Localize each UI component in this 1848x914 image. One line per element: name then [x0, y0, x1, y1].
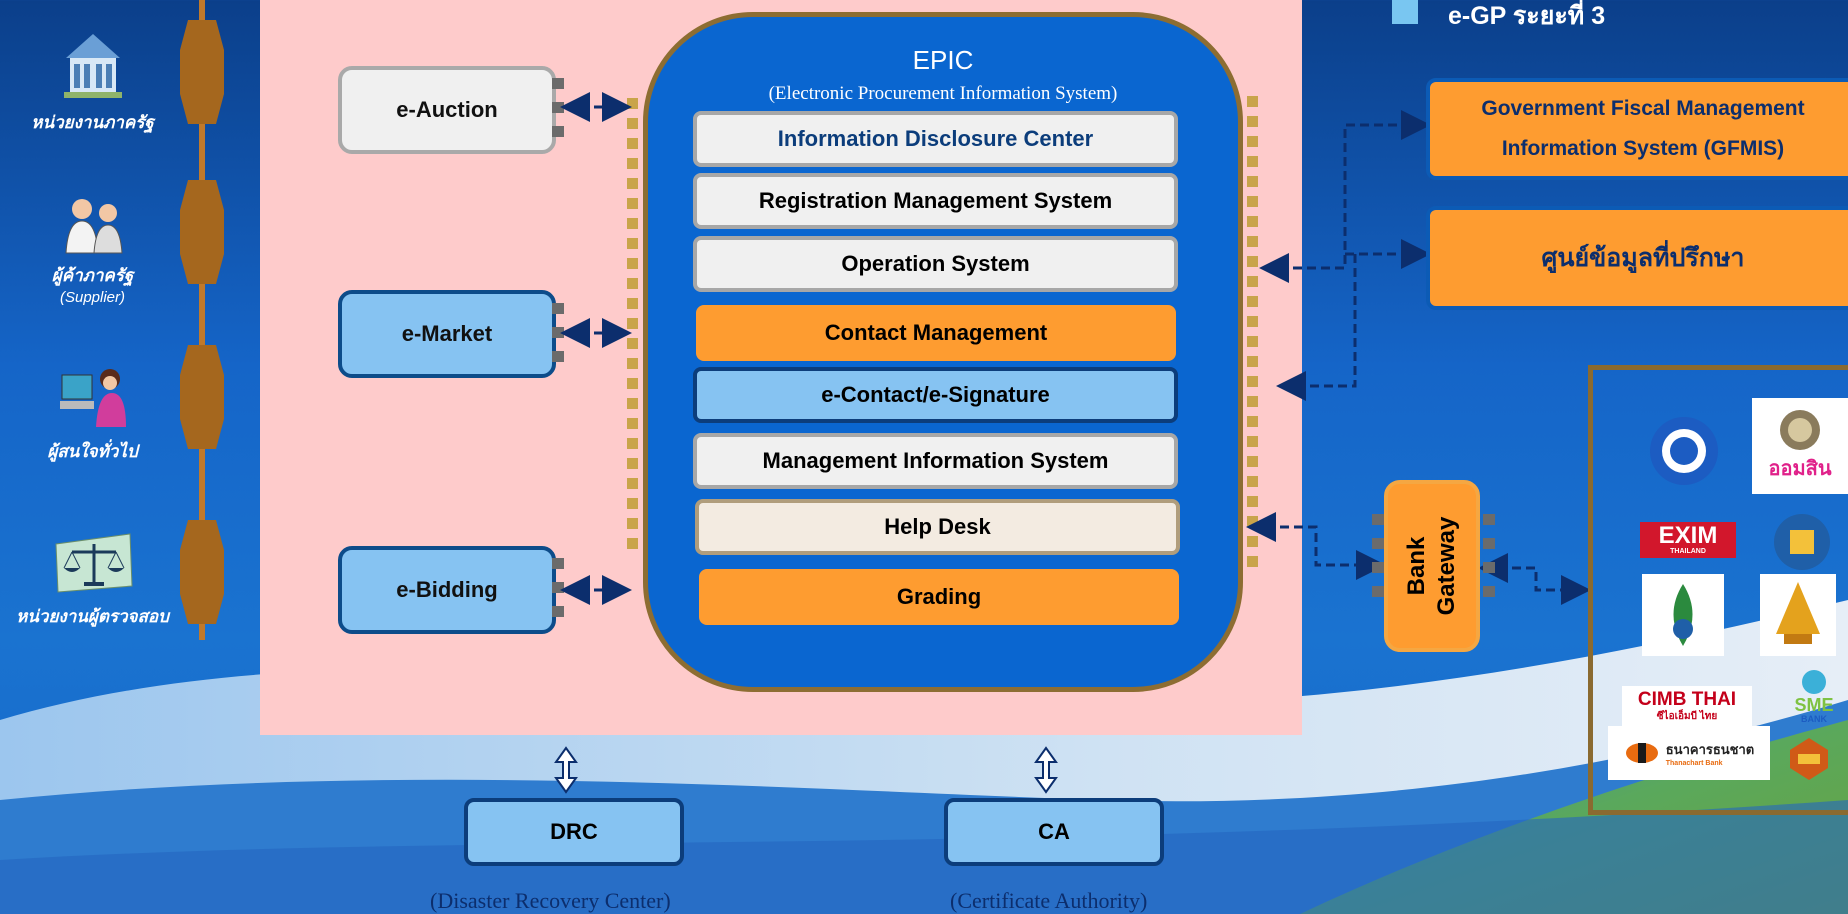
actor-auditor: หน่วยงานผู้ตรวจสอบ [0, 530, 185, 628]
connector-hex [180, 345, 224, 449]
module-contact-management[interactable]: Contact Management [696, 305, 1176, 361]
connector-hex [180, 180, 224, 284]
thanachart-logo-sub: Thanachart Bank [1665, 760, 1723, 767]
scales-of-justice-icon [54, 533, 133, 593]
epic-title: EPIC [912, 45, 974, 75]
plug [552, 78, 564, 89]
plug [1483, 562, 1495, 573]
e-market-box[interactable]: e-Market [338, 290, 556, 378]
plug [552, 102, 564, 113]
plug [1372, 514, 1384, 525]
actor-supplier: ผู้ค้าภาครัฐ (Supplier) [0, 195, 185, 309]
cimb-logo: CIMB THAI ซีไอเอ็มบี ไทย [1622, 686, 1752, 726]
exim-logo-sub: THAILAND [1670, 548, 1706, 555]
bank-logos-frame [1588, 365, 1848, 815]
actor-label: ผู้ค้าภาครัฐ [51, 266, 134, 285]
thanachart-logo-text: ธนาคารธนชาต [1665, 742, 1755, 757]
module-information-disclosure-center[interactable]: Information Disclosure Center [693, 111, 1178, 167]
plug [552, 558, 564, 569]
bank-gateway-line2: Gateway [1433, 516, 1460, 616]
plug [1372, 586, 1384, 597]
thanachart-logo: ธนาคารธนชาต Thanachart Bank [1608, 726, 1770, 780]
ibank-logo-icon [1760, 574, 1836, 656]
plug [1483, 586, 1495, 597]
actor-general-public: ผู้สนใจทั่วไป [0, 365, 185, 463]
islamic-bank-logo-icon [1790, 738, 1828, 780]
legend-label: e-GP ระยะที่ 3 [1448, 2, 1606, 30]
epic-subtitle: (Electronic Procurement Information Syst… [768, 83, 1118, 104]
drc-caption: (Disaster Recovery Center) [430, 888, 671, 913]
advisory-center-box[interactable]: ศูนย์ข้อมูลที่ปรึกษา [1426, 206, 1848, 310]
module-e-contact-e-signature[interactable]: e-Contact/e-Signature [693, 367, 1178, 423]
gfmis-box[interactable]: Government Fiscal Management Information… [1426, 78, 1848, 180]
left-spine [199, 0, 205, 640]
exim-logo-text: EXIM [1658, 522, 1718, 549]
sme-logo-text: SME [1794, 695, 1834, 715]
ghb-logo-icon [1774, 514, 1830, 570]
plug [552, 351, 564, 362]
gfmis-line2: Information System (GFMIS) [1501, 137, 1785, 160]
supplier-people-icon [64, 199, 123, 254]
baac-logo-icon [1642, 574, 1724, 656]
plug [552, 327, 564, 338]
actor-label: หน่วยงานภาครัฐ [31, 113, 154, 132]
gfmis-line1: Government Fiscal Management [1481, 97, 1805, 120]
actor-government-agency: หน่วยงานภาครัฐ [0, 28, 185, 134]
module-registration-management-system[interactable]: Registration Management System [693, 173, 1178, 229]
actor-label: ผู้สนใจทั่วไป [47, 442, 138, 461]
cimb-logo-sub: ซีไอเอ็มบี ไทย [1656, 711, 1718, 722]
e-bidding-box[interactable]: e-Bidding [338, 546, 556, 634]
sme-bank-globe-icon [1802, 670, 1826, 694]
thanachart-mark-icon [1625, 743, 1658, 763]
module-grading[interactable]: Grading [699, 569, 1179, 625]
gsb-logo: ออมสิน [1752, 398, 1848, 494]
plug [1372, 562, 1384, 573]
connector-hex [180, 520, 224, 624]
bank-gateway-box[interactable]: Bank Gateway [1384, 480, 1480, 652]
krungthai-logo-icon [1650, 417, 1718, 485]
exim-logo: EXIM THAILAND [1640, 522, 1736, 558]
thanachart-text-block: ธนาคารธนชาต Thanachart Bank [1666, 739, 1755, 767]
connector-hex [180, 20, 224, 124]
actor-sublabel: (Supplier) [59, 289, 126, 306]
computer-user-icon [59, 369, 126, 427]
plug [552, 606, 564, 617]
module-help-desk[interactable]: Help Desk [695, 499, 1180, 555]
module-operation-system[interactable]: Operation System [693, 236, 1178, 292]
drc-box[interactable]: DRC [464, 798, 684, 866]
plug [1372, 538, 1384, 549]
legend-swatch [1392, 0, 1418, 24]
gsb-logo-text: ออมสิน [1768, 458, 1832, 480]
bank-gateway-line1: Bank [1403, 536, 1430, 596]
epic-left-port-strip [627, 98, 638, 558]
bank-gateway-label: Bank Gateway [1402, 517, 1462, 616]
actor-label: หน่วยงานผู้ตรวจสอบ [16, 607, 169, 626]
epic-container: EPIC (Electronic Procurement Information… [643, 12, 1243, 692]
plug [1483, 538, 1495, 549]
plug [1483, 514, 1495, 525]
sme-logo-sub: BANK [1801, 714, 1827, 724]
plug [552, 303, 564, 314]
ca-box[interactable]: CA [944, 798, 1164, 866]
ca-caption: (Certificate Authority) [950, 888, 1148, 913]
gsb-emblem-icon [1780, 410, 1820, 450]
plug [552, 582, 564, 593]
sme-bank-logo: SME BANK [1786, 666, 1842, 726]
cimb-logo-text: CIMB THAI [1637, 689, 1737, 710]
module-management-information-system[interactable]: Management Information System [693, 433, 1178, 489]
plug [552, 126, 564, 137]
government-building-icon [63, 34, 122, 98]
